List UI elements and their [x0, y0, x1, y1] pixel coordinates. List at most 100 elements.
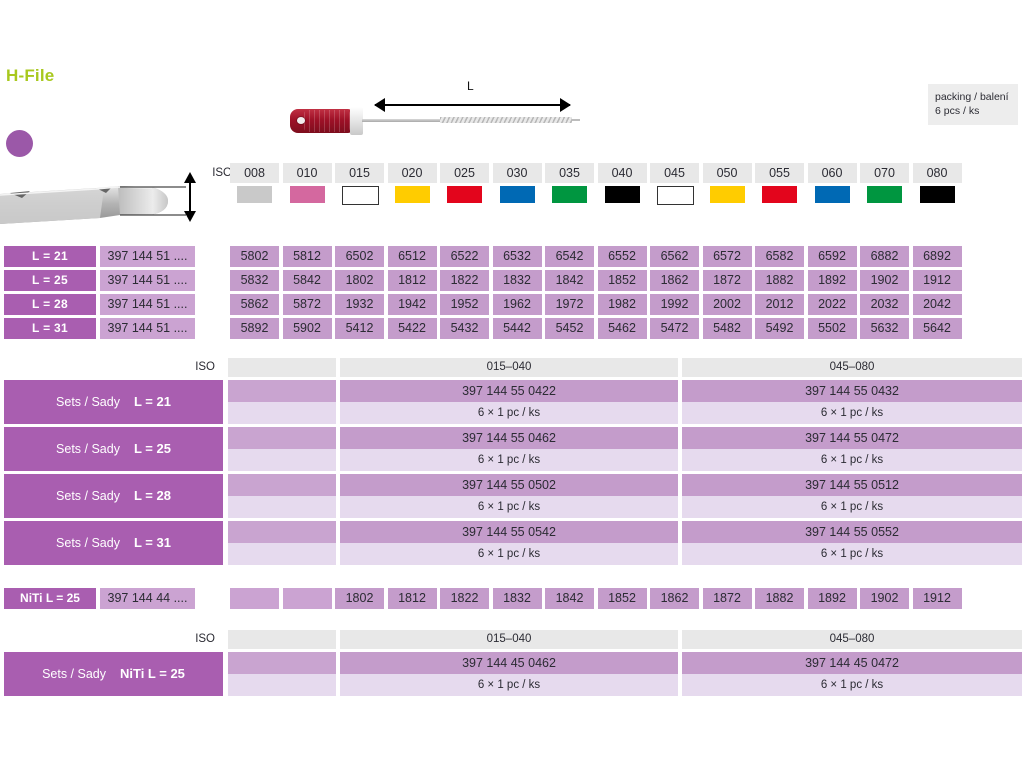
code-cell: 6512	[387, 246, 437, 267]
code-cell: 6592	[807, 246, 857, 267]
row-ref-number: 397 144 51 ....	[100, 270, 195, 291]
sets-header-spacer	[228, 358, 336, 377]
niti-empty-cell	[282, 588, 332, 609]
iso-size-header: 060	[807, 163, 857, 183]
file-shaft-icon	[362, 119, 442, 122]
sets-spacer-top	[228, 427, 336, 449]
sets-length: NiTi L = 25	[120, 666, 185, 681]
code-cell: 6532	[492, 246, 542, 267]
iso-color-swatch	[394, 186, 430, 203]
sets-spacer-bottom	[228, 402, 336, 424]
iso-color-swatch	[814, 186, 850, 203]
code-cell: 5432	[440, 318, 489, 339]
packing-info-box: packing / balení 6 pcs / ks	[928, 84, 1018, 125]
sets-spacer-bottom	[228, 543, 336, 565]
niti-code-cell: 1852	[597, 588, 647, 609]
code-cell: 5492	[755, 318, 804, 339]
iso-color-swatch	[919, 186, 955, 203]
iso-color-swatch	[342, 186, 379, 205]
iso-size-header: 070	[860, 163, 909, 183]
tip-diameter-arrow	[182, 172, 198, 222]
sets-length: L = 28	[133, 488, 171, 503]
set-quantity: 6 × 1 pc / ks	[682, 402, 1022, 424]
iso-size-header: 045	[650, 163, 699, 183]
arrow-right-icon	[560, 98, 571, 112]
niti-code-cell: 1802	[335, 588, 384, 609]
file-tip-cross-section	[0, 172, 195, 224]
code-cell: 1812	[387, 270, 437, 291]
sets-length: L = 21	[133, 394, 171, 409]
code-cell: 1882	[755, 270, 804, 291]
sets-title: Sets / Sady	[56, 395, 120, 409]
sets-title: Sets / Sady	[42, 667, 106, 681]
set-code: 397 144 55 0472	[682, 427, 1022, 449]
set-code: 397 144 55 0552	[682, 521, 1022, 543]
length-label: L	[467, 79, 474, 93]
sets-row-label: Sets / Sady L = 21	[4, 380, 223, 424]
sets-iso-range-header: 015–040	[340, 630, 678, 649]
set-quantity: 6 × 1 pc / ks	[682, 496, 1022, 518]
row-ref-number: 397 144 51 ....	[100, 318, 195, 339]
sets-spacer-top	[228, 380, 336, 402]
code-cell: 6892	[912, 246, 962, 267]
sets-header-spacer	[228, 630, 336, 649]
code-cell: 1942	[387, 294, 437, 315]
niti-code-cell: 1862	[650, 588, 699, 609]
row-ref-number: 397 144 51 ....	[100, 246, 195, 267]
iso-color-swatch	[762, 186, 797, 203]
sets-title: Sets / Sady	[56, 536, 120, 550]
dimension-line	[375, 104, 570, 106]
iso-color-swatch	[552, 186, 587, 203]
sets-iso-label: ISO	[195, 361, 215, 373]
niti-code-cell: 1912	[912, 588, 962, 609]
set-quantity: 6 × 1 pc / ks	[340, 496, 678, 518]
sets-spacer-bottom	[228, 449, 336, 471]
handle-hole-icon	[297, 117, 305, 124]
code-cell: 5802	[230, 246, 279, 267]
code-cell: 6882	[860, 246, 909, 267]
page-title: H-File	[6, 66, 55, 85]
code-cell: 5812	[282, 246, 332, 267]
sets-length: L = 31	[133, 535, 171, 550]
niti-code-cell: 1902	[860, 588, 909, 609]
niti-code-cell: 1812	[387, 588, 437, 609]
code-cell: 1802	[335, 270, 384, 291]
iso-color-swatch	[867, 186, 902, 203]
set-code: 397 144 55 0542	[340, 521, 678, 543]
row-length-label: L = 25	[4, 270, 96, 291]
sets-spacer-top	[228, 652, 336, 674]
code-cell: 1952	[440, 294, 489, 315]
code-cell: 1932	[335, 294, 384, 315]
niti-code-cell: 1842	[545, 588, 594, 609]
sets-title: Sets / Sady	[56, 489, 120, 503]
set-code: 397 144 55 0462	[340, 427, 678, 449]
arrow-left-icon	[374, 98, 385, 112]
packing-label: packing / balení	[935, 91, 1009, 103]
code-cell: 1892	[807, 270, 857, 291]
sets-spacer-bottom	[228, 496, 336, 518]
iso-color-swatch	[499, 186, 535, 203]
code-cell: 6582	[755, 246, 804, 267]
sets-length: L = 25	[133, 441, 171, 456]
code-cell: 1982	[597, 294, 647, 315]
code-cell: 2042	[912, 294, 962, 315]
iso-size-header: 050	[702, 163, 752, 183]
code-cell: 5472	[650, 318, 699, 339]
iso-color-swatch	[289, 186, 325, 203]
code-cell: 2002	[702, 294, 752, 315]
code-cell: 1852	[597, 270, 647, 291]
code-cell: 6522	[440, 246, 489, 267]
code-cell: 5832	[230, 270, 279, 291]
code-cell: 1972	[545, 294, 594, 315]
code-cell: 5892	[230, 318, 279, 339]
code-cell: 5502	[807, 318, 857, 339]
code-cell: 2012	[755, 294, 804, 315]
